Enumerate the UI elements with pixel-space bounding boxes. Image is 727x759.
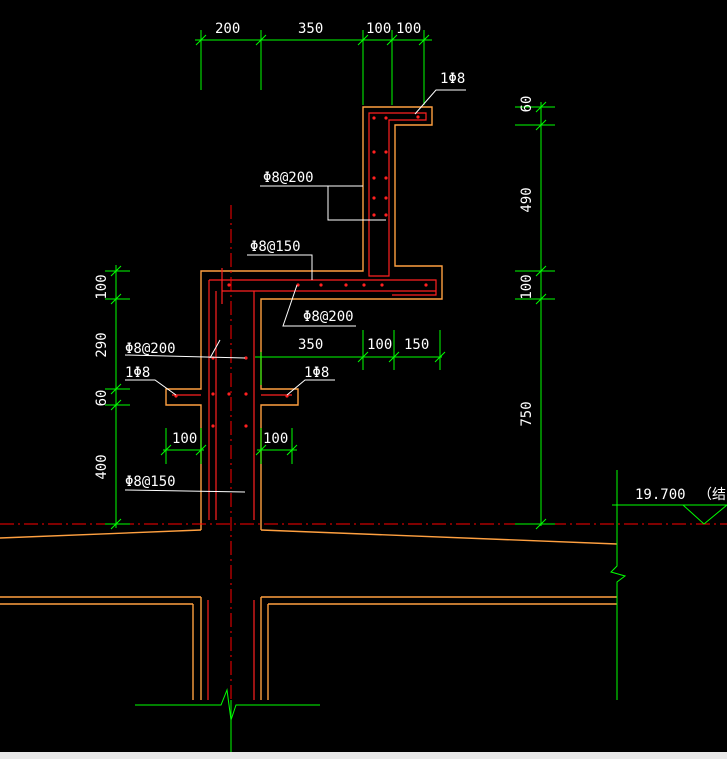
rebar-dot: [344, 283, 348, 287]
label-right-bar: 1Φ8: [304, 365, 329, 381]
dimension-line: [535, 293, 547, 305]
rebar-dot: [174, 394, 178, 398]
top-dim-2: 350: [298, 21, 323, 37]
left-dim-1: 100: [94, 274, 110, 299]
dimension-line: [110, 293, 122, 305]
rebar-dot: [211, 392, 215, 396]
dimension-line: [160, 444, 172, 456]
label-left-bar: 1Φ8: [125, 365, 150, 381]
rebar-dot: [424, 283, 428, 287]
dimension-line: [357, 34, 369, 46]
rebar-group: [172, 112, 437, 700]
status-strip: [0, 752, 727, 759]
leader-line: [260, 185, 386, 221]
rebar-dot: [384, 116, 388, 120]
dimension-line: [195, 34, 207, 46]
mid-dim-3: 150: [404, 337, 429, 353]
leader-line: [209, 339, 221, 359]
rebar-dot: [244, 392, 248, 396]
dimension-line: [535, 265, 547, 277]
upright-stirrup-loop: [368, 112, 427, 277]
left-dim-4: 400: [94, 454, 110, 479]
rebar-dot: [384, 150, 388, 154]
rebar-dot: [380, 283, 384, 287]
rebar-dot: [319, 283, 323, 287]
label-column-bar: Φ8@150: [125, 474, 176, 490]
leader-line: [282, 284, 356, 327]
rebar-dot: [227, 283, 231, 287]
leader-line: [286, 379, 335, 396]
rebar-dot: [384, 176, 388, 180]
rebar-dot: [362, 283, 366, 287]
dimension-line: [357, 351, 369, 363]
rebar-dots: [174, 115, 428, 428]
label-upright-stirrup: Φ8@200: [263, 170, 314, 186]
dimension-line: [535, 119, 547, 131]
rebar-dot: [244, 424, 248, 428]
label-slab-bar: Φ8@150: [250, 239, 301, 255]
dimension-lines: [105, 30, 727, 752]
parapet-outline: [165, 106, 443, 530]
rebar-dot: [372, 176, 376, 180]
mid-dim-2: 100: [367, 337, 392, 353]
right-dim-4: 750: [519, 401, 535, 426]
rebar-dot: [372, 150, 376, 154]
rebar-dot: [244, 356, 248, 360]
rebar-dot: [227, 392, 231, 396]
rebar-dot: [372, 196, 376, 200]
dimension-line: [255, 444, 267, 456]
rebar-dot: [416, 115, 420, 119]
rebar-dot: [211, 424, 215, 428]
dimension-line: [610, 470, 627, 700]
dimension-line: [418, 34, 430, 46]
label-slab-stirrup: Φ8@200: [303, 309, 354, 325]
dimension-line: [434, 351, 446, 363]
leader-line: [125, 379, 177, 396]
leader-line: [124, 489, 246, 493]
rebar-dot: [372, 116, 376, 120]
slab-top-left: [0, 529, 202, 539]
top-dim-4: 100: [396, 21, 421, 37]
label-tip-bar: 1Φ8: [440, 71, 465, 87]
dimension-line: [110, 399, 122, 411]
low-dim-2: 100: [263, 431, 288, 447]
right-dim-3: 100: [519, 274, 535, 299]
right-dim-1: 60: [519, 96, 535, 113]
dimension-line: [135, 688, 320, 721]
slab-top-bar: [208, 279, 437, 520]
elevation-value: 19.700: [635, 487, 686, 503]
leader-line: [414, 89, 466, 115]
dimension-line: [682, 504, 727, 525]
left-dim-2: 290: [94, 332, 110, 357]
right-dim-2: 490: [519, 187, 535, 212]
mid-dim-1: 350: [298, 337, 323, 353]
leader-line: [124, 354, 246, 359]
dimension-line: [110, 265, 122, 277]
rebar-dot: [384, 196, 388, 200]
slab-top-right: [260, 529, 618, 545]
leader-lines: [124, 89, 466, 493]
dimension-line: [195, 444, 207, 456]
dimension-line: [110, 383, 122, 395]
dimension-line: [286, 444, 298, 456]
dimension-line: [535, 518, 547, 530]
rebar-dot: [285, 394, 289, 398]
dimension-line: [110, 518, 122, 530]
rebar-dot: [372, 213, 376, 217]
elevation-suffix: （结: [698, 487, 726, 503]
label-column-stirrup: Φ8@200: [125, 341, 176, 357]
top-dim-3: 100: [366, 21, 391, 37]
dimension-line: [388, 351, 400, 363]
top-dim-1: 200: [215, 21, 240, 37]
low-dim-1: 100: [172, 431, 197, 447]
dimension-line: [255, 34, 267, 46]
rebar-dot: [384, 213, 388, 217]
left-dim-3: 60: [94, 390, 110, 407]
concrete-outline: [0, 106, 618, 700]
dimension-line: [535, 101, 547, 113]
dimension-line: [386, 34, 398, 46]
leader-line: [247, 254, 313, 280]
